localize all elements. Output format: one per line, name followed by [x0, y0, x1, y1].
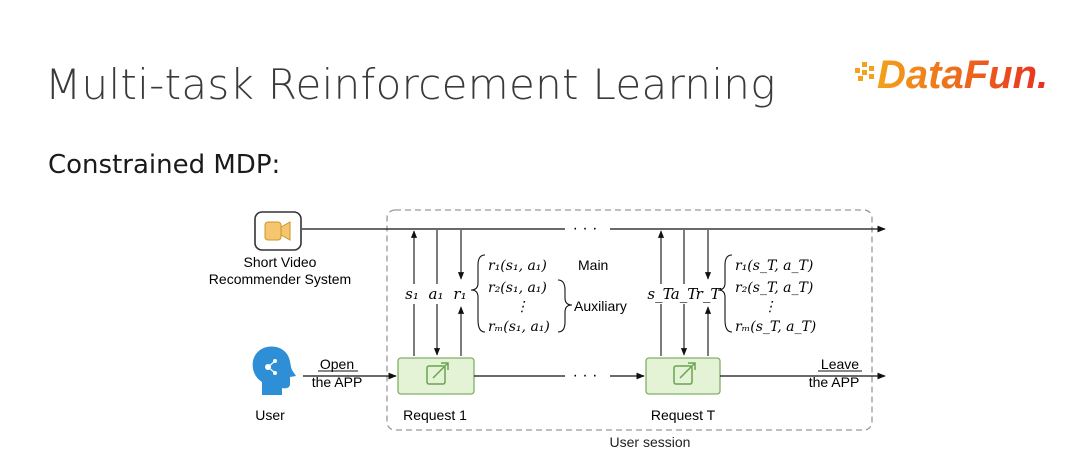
reward-brace-left-t [717, 254, 733, 333]
reward-t-aux-2: r₂(s_T, a_T) [735, 280, 813, 296]
request-1-label: Request 1 [403, 407, 467, 423]
action-label-1: a₁ [429, 285, 444, 303]
leave-label-line2: the APP [809, 374, 860, 390]
system-label-line1: Short Video [244, 254, 317, 270]
user-session-box [386, 209, 873, 431]
reward-label-t: r_T [696, 285, 722, 303]
camera-icon [254, 211, 302, 251]
logo-text: DataFun. [877, 53, 1048, 97]
section-heading: Constrained MDP: [48, 150, 281, 180]
action-label-t: a_T [671, 285, 698, 303]
slide-title: Multi-task Reinforcement Learning [45, 60, 776, 109]
step1-label-bg [404, 284, 470, 304]
reward-1-aux-2: r₂(s₁, a₁) [488, 280, 547, 296]
reward-t-main: r₁(s_T, a_T) [735, 258, 813, 274]
auxiliary-label: Auxiliary [574, 298, 627, 314]
reward-1-main: r₁(s₁, a₁) [488, 258, 547, 274]
reward-1-aux-m: rₘ(s₁, a₁) [488, 319, 550, 335]
reward-brace-right-1 [557, 279, 573, 333]
request-t-box [645, 357, 721, 395]
request-1-box [397, 357, 475, 395]
reward-1-vdots: ⋮ [515, 299, 529, 315]
external-link-icon [426, 362, 449, 385]
state-label-t: s_T [647, 285, 673, 303]
request-t-label: Request T [651, 407, 716, 423]
bottom-ellipsis: · · · [573, 367, 598, 384]
reward-brace-left-1 [470, 254, 486, 333]
user-session-label: User session [610, 434, 691, 450]
leave-label-line1: Leave [821, 356, 859, 372]
state-label-1: s₁ [405, 285, 419, 303]
open-label-line2: the APP [312, 374, 363, 390]
system-label-line2: Recommender System [209, 271, 351, 287]
reward-t-vdots: ⋮ [763, 299, 777, 315]
top-ellipsis: · · · [573, 220, 598, 237]
open-label-line1: Open [320, 356, 354, 372]
user-label: User [255, 407, 285, 423]
user-head-icon [252, 346, 296, 395]
stept-label-bg [648, 284, 720, 304]
cmdp-diagram: User session Short Video Recommender Sys… [180, 190, 900, 454]
reward-t-aux-m: rₘ(s_T, a_T) [735, 319, 816, 335]
external-link-icon [673, 362, 696, 385]
cmdp-diagram-svg: User session Short Video Recommender Sys… [209, 209, 886, 450]
reward-label-1: r₁ [453, 285, 466, 303]
main-label: Main [578, 257, 608, 273]
datafun-logo: DataFun. [855, 53, 1048, 97]
